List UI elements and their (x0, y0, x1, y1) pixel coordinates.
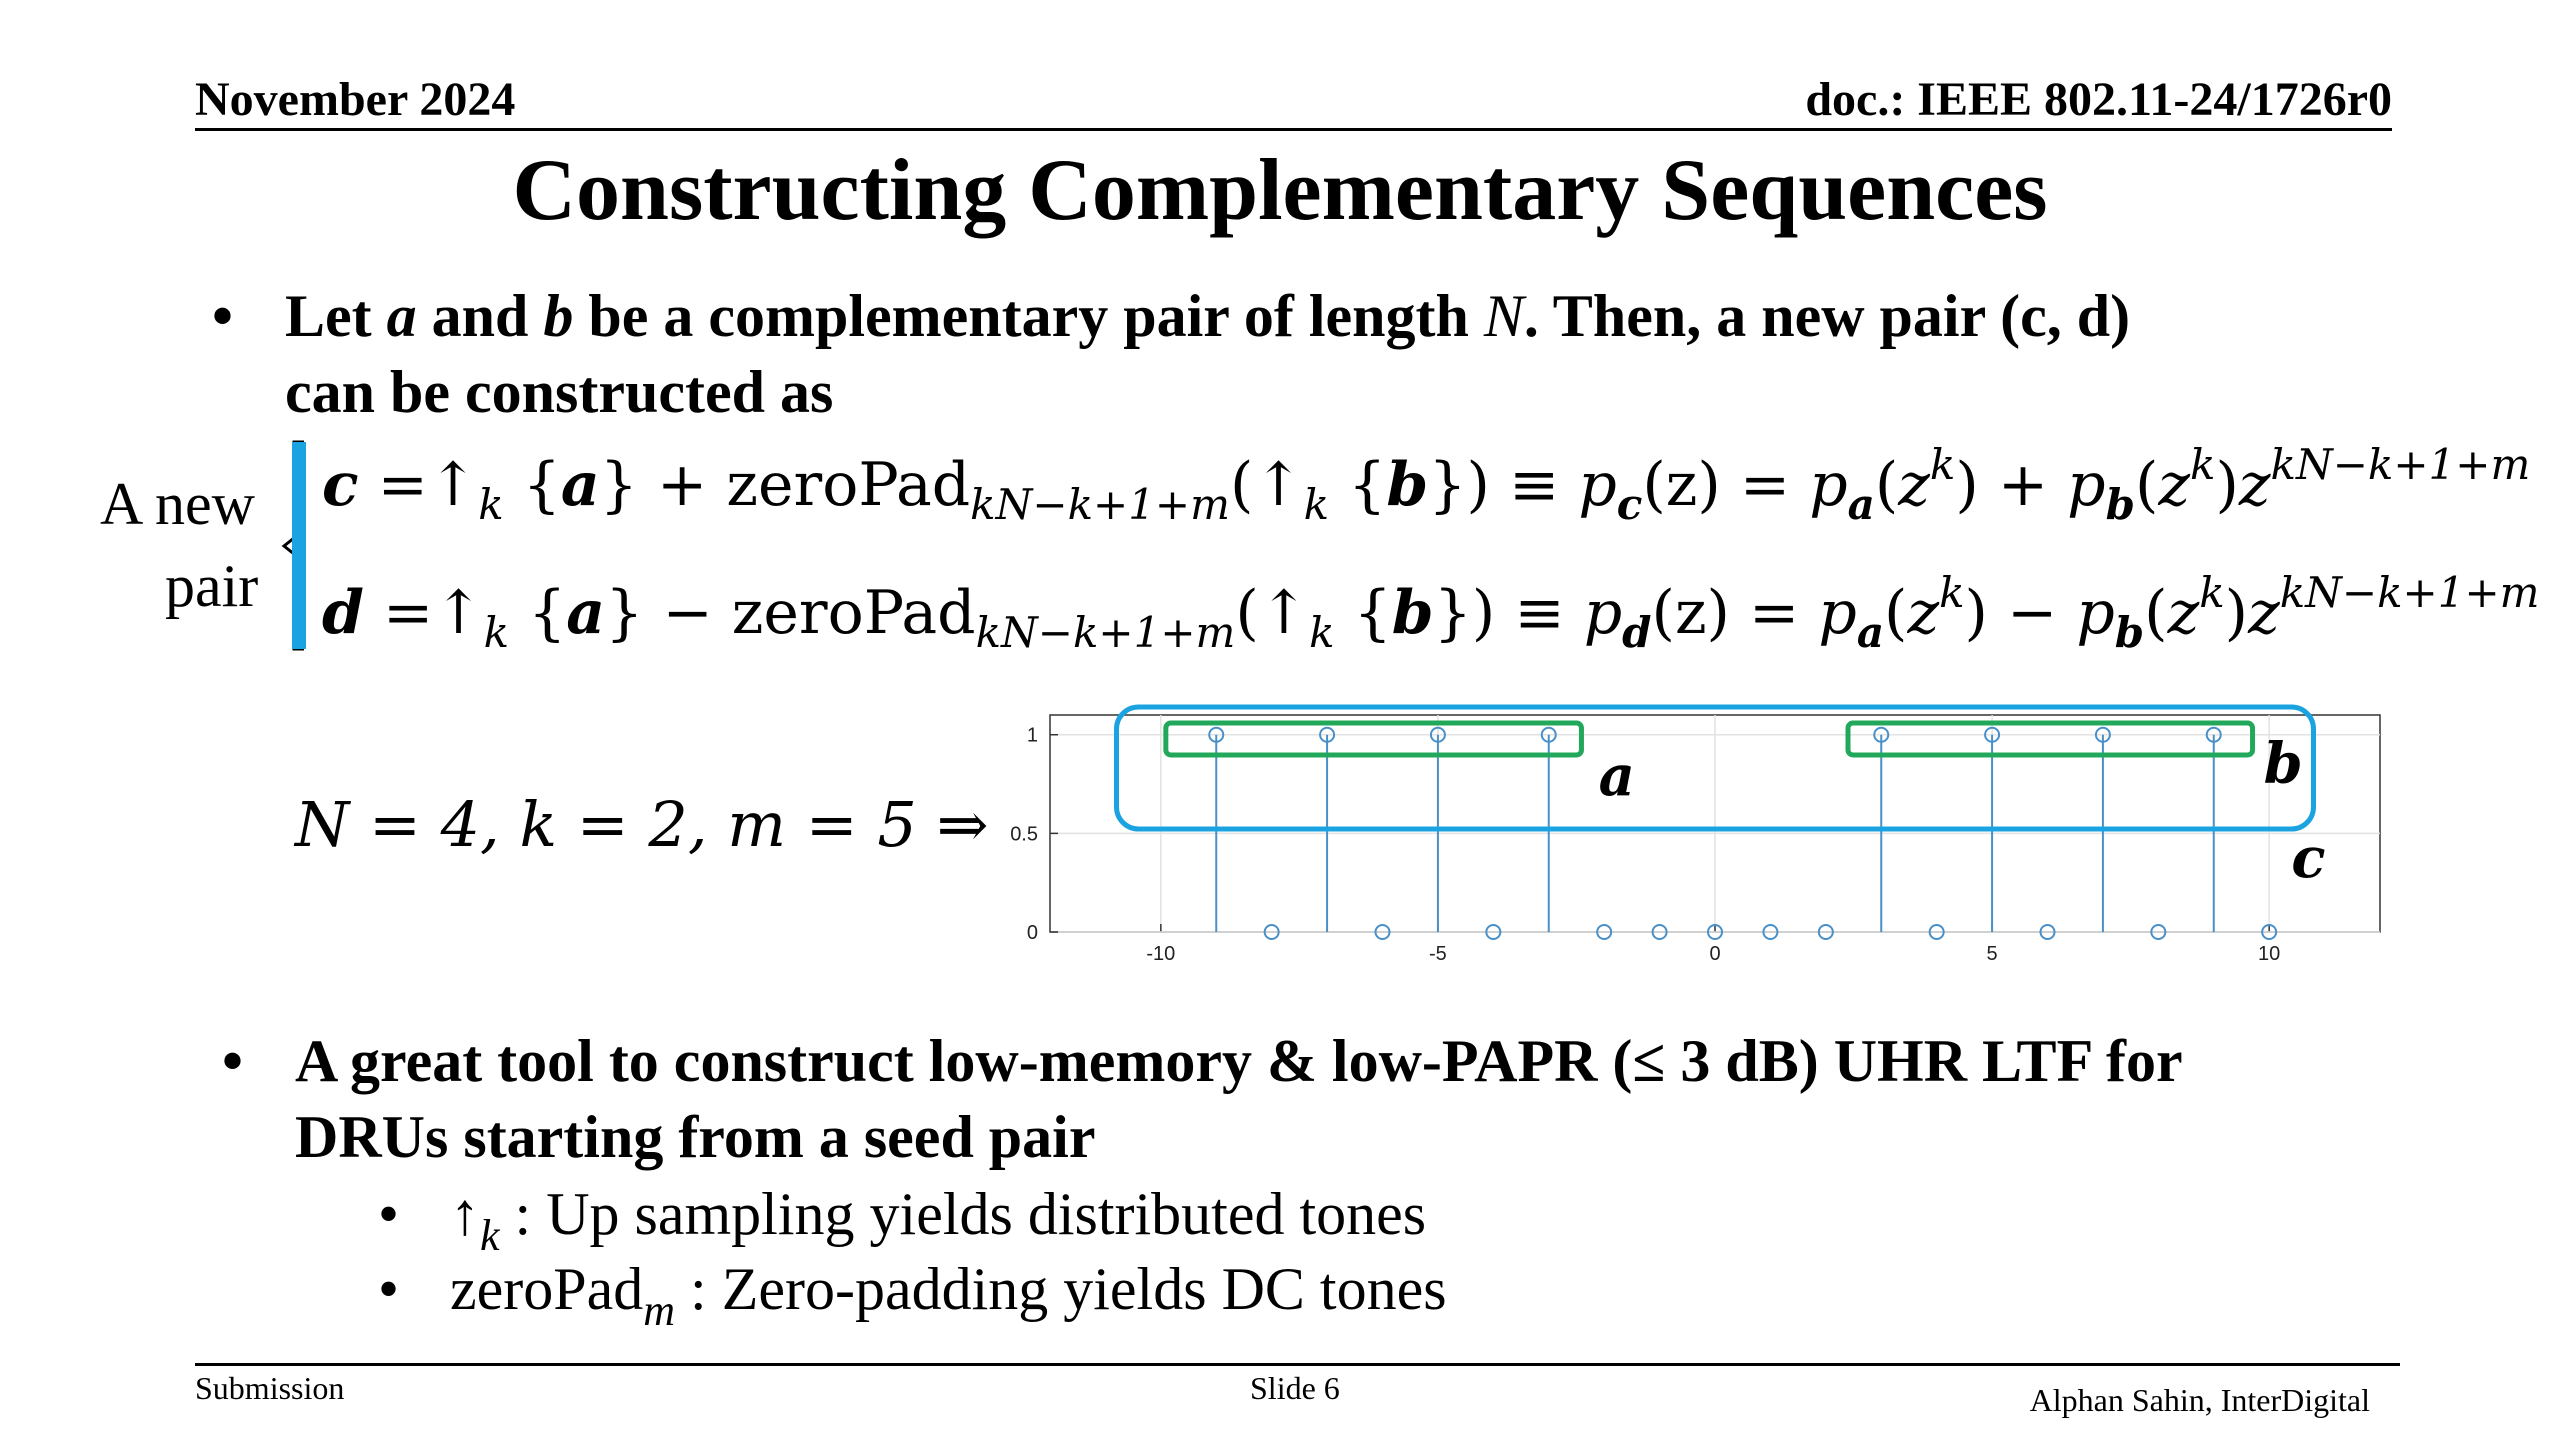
bullet2-line2: DRUs starting from a seed pair (295, 1104, 1096, 1170)
stem-marker (1485, 924, 1502, 940)
stem-marker (1928, 924, 1945, 940)
bracket-icon (281, 440, 306, 651)
label-c: c (2291, 825, 2325, 891)
footer-submission: Submission (195, 1370, 345, 1406)
stem-marker (2261, 924, 2278, 940)
stem-marker (1817, 924, 1834, 940)
stem-marker (2094, 726, 2111, 743)
label-a: a (1599, 743, 1635, 809)
parameters-text: N = 4, k = 2, m = 5 ⇒ (295, 788, 989, 861)
sub-bullet-upsampling: ↑k : Up sampling yields distributed tone… (450, 1181, 1427, 1260)
stem-marker (2205, 726, 2222, 743)
stem-marker (1984, 726, 2001, 743)
equation-d: d =↑k {a} − zeroPadkN−k+1+m(↑k {b}) ≡ pd… (322, 568, 2540, 657)
y-tick-label: 0 (1027, 922, 1038, 944)
footer-author: Alphan Sahin, InterDigital (2029, 1382, 2370, 1418)
stem-marker (2150, 924, 2167, 940)
stem-marker (1540, 726, 1557, 743)
stem-marker (1873, 726, 1890, 743)
sub-bullet-marker: • (378, 1181, 400, 1247)
header-rule (195, 128, 2392, 131)
stem-marker (1651, 924, 1668, 940)
y-tick-label: 1 (1027, 725, 1038, 747)
sub-bullet-zeropad: zeroPadm : Zero-padding yields DC tones (450, 1256, 1447, 1335)
stem-marker (1319, 726, 1336, 743)
stem-marker (1429, 726, 1446, 743)
new-pair-label-line1: A new (100, 471, 255, 537)
header-date: November 2024 (195, 73, 516, 126)
bullet1-line1: Let a and b be a complementary pair of l… (285, 283, 2131, 349)
bullet-marker: • (212, 283, 234, 349)
slide-title: Constructing Complementary Sequences (512, 142, 2048, 239)
y-tick-label: 0.5 (1010, 823, 1038, 845)
bullet1-line2: can be constructed as (285, 359, 834, 425)
stem-marker (2039, 924, 2056, 940)
header-doc-id: doc.: IEEE 802.11-24/1726r0 (1805, 73, 2392, 126)
group-b-box (1845, 720, 2256, 758)
stem-chart: -10 -5 0 5 10 0 0.5 1 a bc (1010, 704, 2381, 965)
x-tick-label: 10 (2258, 943, 2280, 965)
group-c-box (1114, 704, 2316, 832)
bullet-marker: • (222, 1028, 244, 1094)
stem-marker (1208, 726, 1225, 743)
stem-marker (1762, 924, 1779, 940)
x-tick-label: 5 (1987, 943, 1998, 965)
footer-rule (195, 1363, 2400, 1366)
x-tick-label: 0 (1709, 943, 1720, 965)
footer-slide-number: Slide 6 (1250, 1370, 1340, 1406)
stem-marker (1596, 924, 1613, 940)
stem-marker (1707, 924, 1723, 940)
group-a-box (1163, 720, 1584, 758)
equation-c: c =↑k {a} + zeroPadkN−k+1+m(↑k {b}) ≡ pc… (322, 440, 2531, 529)
stem-marker (1374, 924, 1391, 940)
label-b: b (2264, 731, 2303, 797)
x-tick-label: -10 (1146, 943, 1175, 965)
new-pair-label-line2: pair (165, 553, 259, 619)
bullet2-line1: A great tool to construct low-memory & l… (295, 1028, 2183, 1094)
x-tick-label: -5 (1429, 943, 1447, 965)
sub-bullet-marker: • (378, 1256, 400, 1322)
stem-marker (1263, 924, 1280, 940)
